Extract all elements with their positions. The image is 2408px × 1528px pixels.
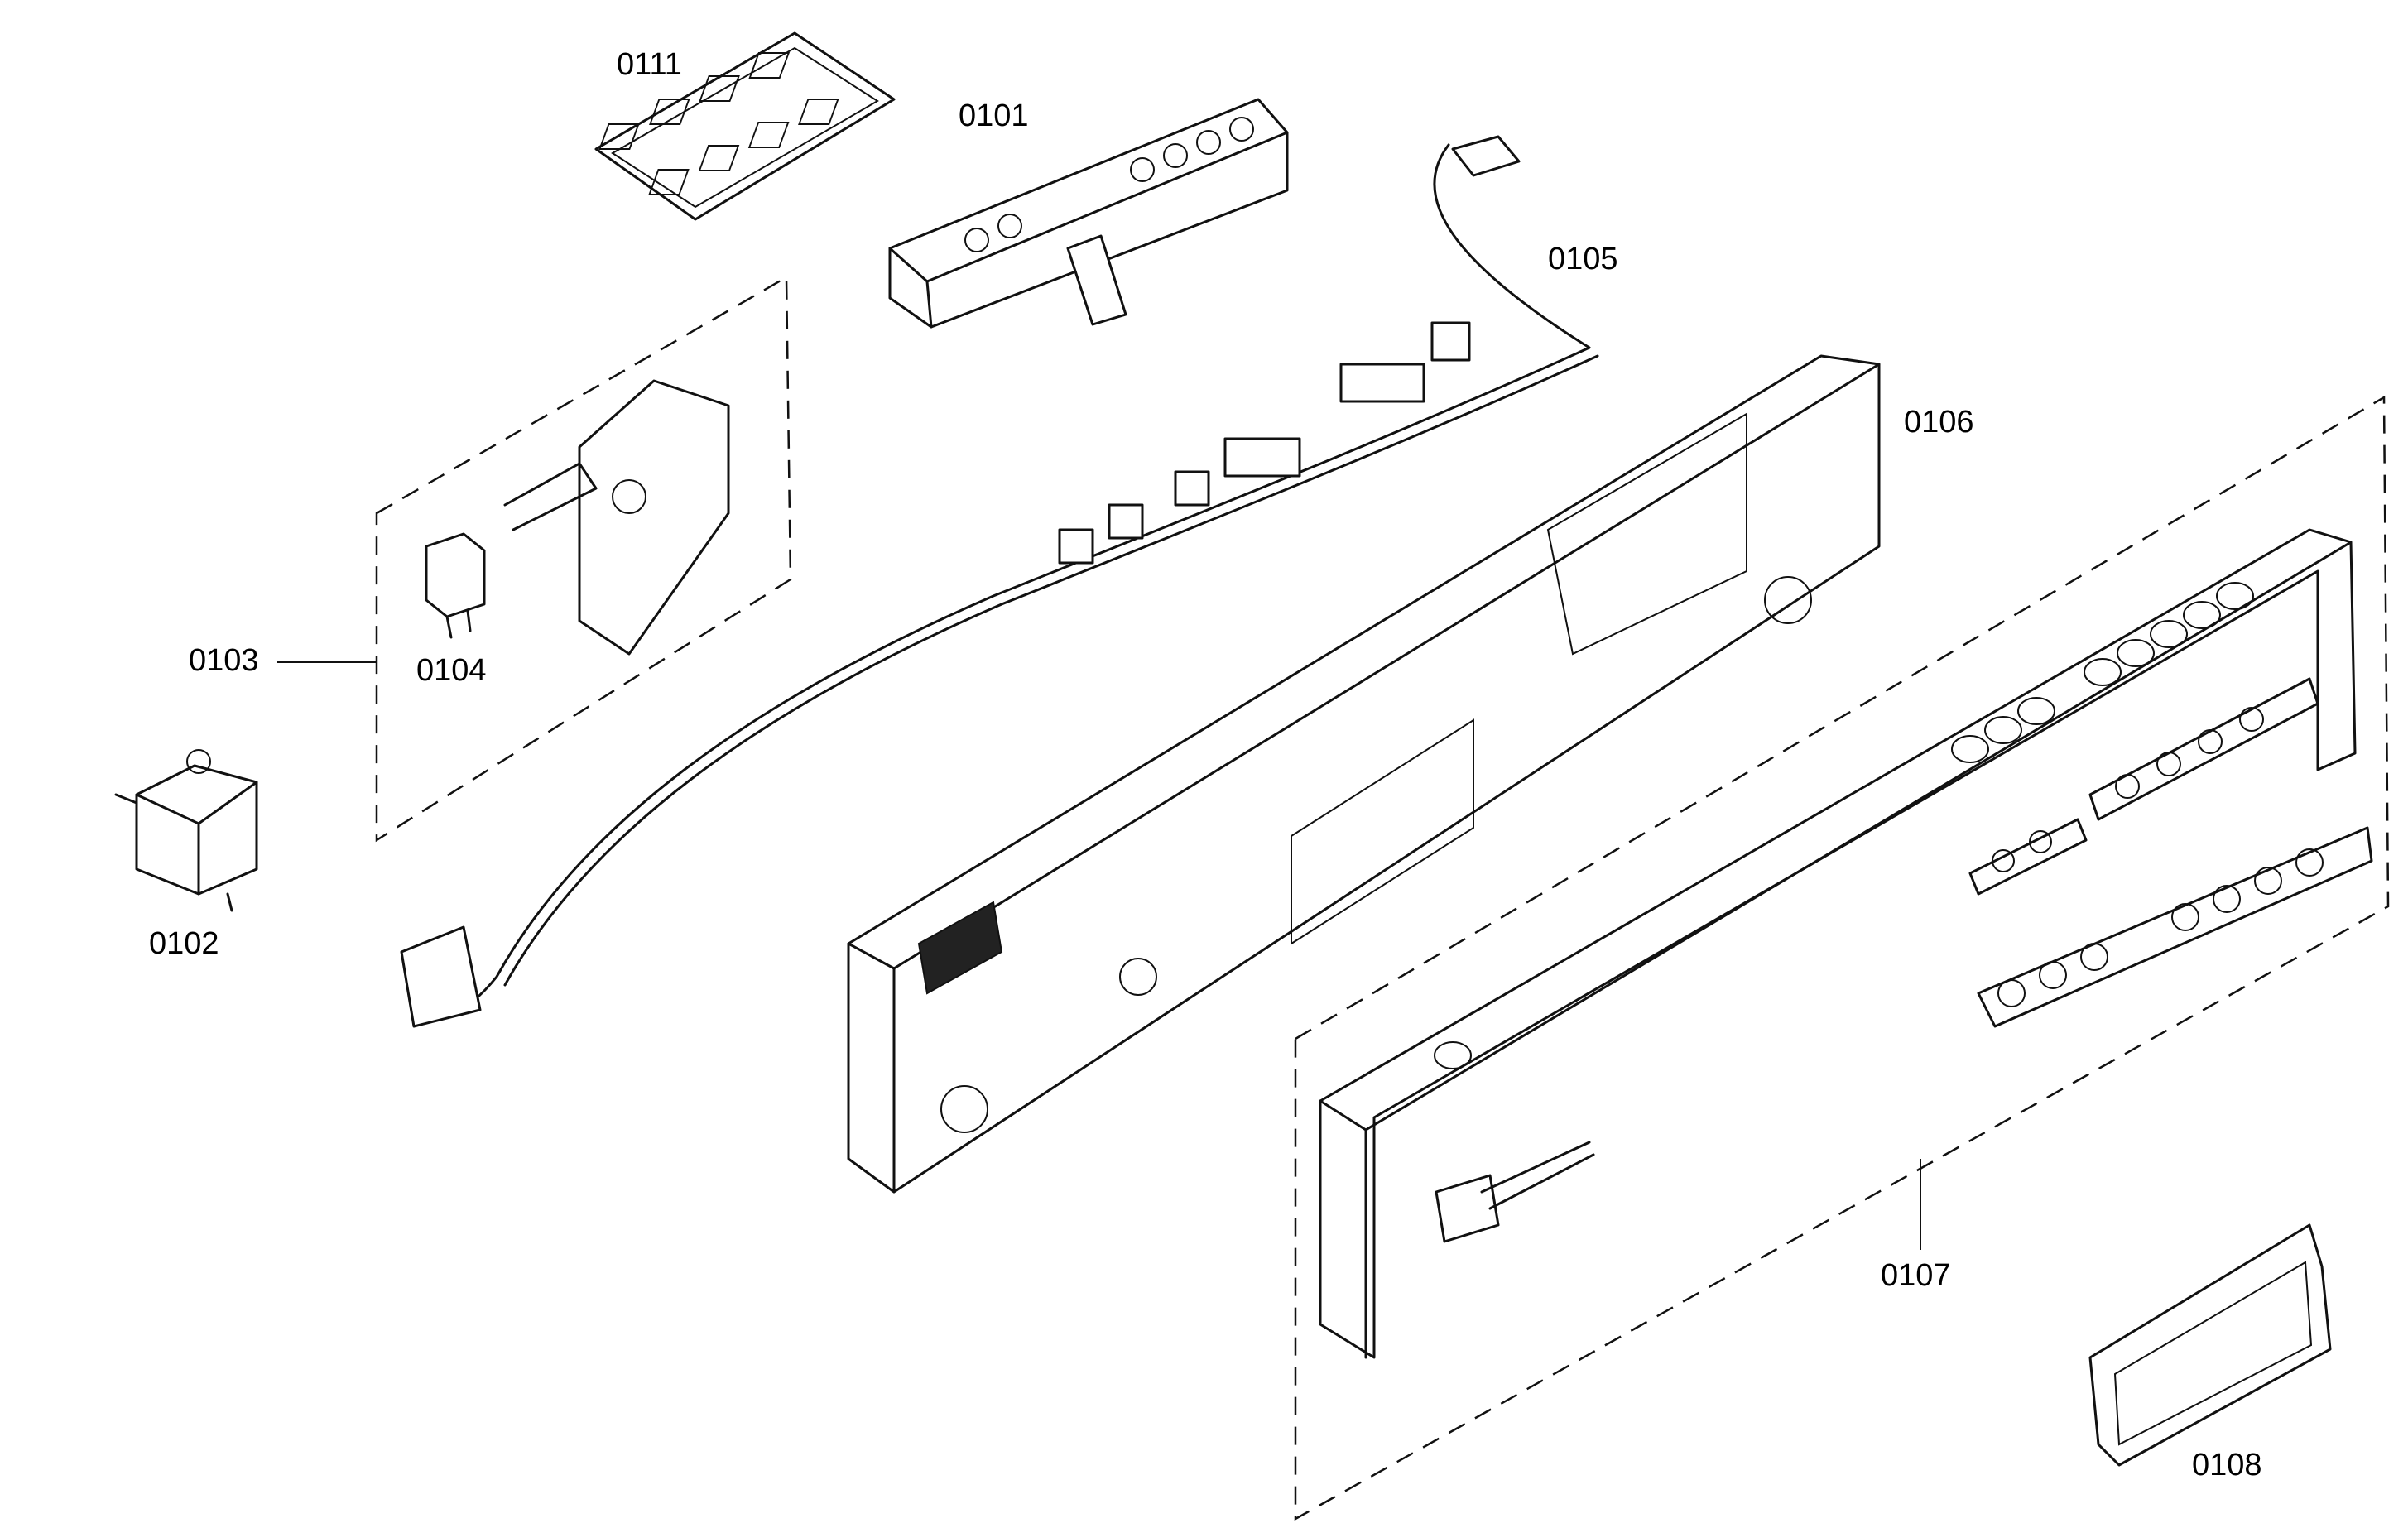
part-0105-wire-harness[interactable] xyxy=(400,135,1599,1028)
part-0108-handle-insert[interactable] xyxy=(2088,1223,2332,1467)
part-button-strip-small[interactable] xyxy=(1968,818,2088,896)
part-knob[interactable] xyxy=(1435,1141,1595,1243)
part-0102-switch[interactable] xyxy=(114,749,258,912)
label-0104: 0104 xyxy=(416,653,487,688)
label-0106: 0106 xyxy=(1904,405,1974,440)
part-control-fascia[interactable] xyxy=(1319,528,2357,1359)
part-0101-control-module[interactable] xyxy=(888,98,1289,329)
part-0111-keypad-membrane[interactable] xyxy=(594,31,896,221)
label-0111: 0111 xyxy=(617,47,682,82)
part-button-strip-lower[interactable] xyxy=(1977,826,2373,1028)
label-0105: 0105 xyxy=(1548,242,1618,276)
part-0106-panel-frame[interactable] xyxy=(847,354,1881,1194)
label-0102: 0102 xyxy=(149,926,219,961)
part-door-lock[interactable] xyxy=(503,379,730,656)
part-0103-group[interactable] xyxy=(277,275,792,843)
part-0107-group[interactable] xyxy=(1294,395,2390,1521)
part-button-strip-upper[interactable] xyxy=(2088,677,2319,821)
label-0108: 0108 xyxy=(2192,1448,2262,1482)
part-0104-micro-switch[interactable] xyxy=(425,532,486,639)
label-0101: 0101 xyxy=(959,99,1029,133)
label-0107: 0107 xyxy=(1881,1258,1951,1293)
label-0103: 0103 xyxy=(189,643,259,678)
